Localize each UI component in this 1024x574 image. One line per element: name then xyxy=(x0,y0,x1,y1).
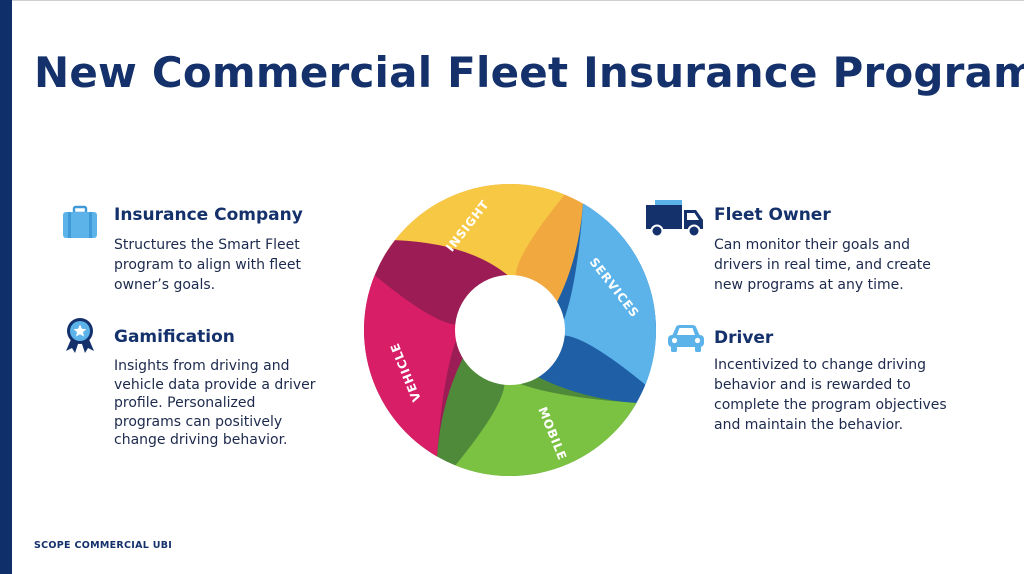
left-accent-bar xyxy=(0,0,12,574)
truck-icon xyxy=(646,200,703,238)
insurance-company-heading: Insurance Company xyxy=(114,205,303,225)
footer-label: SCOPE COMMERCIAL UBI xyxy=(34,540,173,551)
driver-heading: Driver xyxy=(714,328,774,348)
award-badge-icon xyxy=(66,318,94,353)
top-border xyxy=(0,0,1024,1)
page-title: New Commercial Fleet Insurance Program xyxy=(34,48,1024,97)
insurance-company-text: Structures the Smart Fleet program to al… xyxy=(114,237,301,293)
insurance-company-block: Insurance Company Structures the Smart F… xyxy=(62,205,342,305)
briefcase-icon xyxy=(63,205,97,238)
gamification-block: Gamification Insights from driving and v… xyxy=(62,318,352,457)
driver-block: Driver Incentivized to change driving be… xyxy=(648,325,988,448)
gamification-text: Insights from driving and vehicle data p… xyxy=(114,358,316,448)
car-icon xyxy=(668,325,704,352)
wheel-segment-services xyxy=(555,203,656,385)
fleet-owner-text: Can monitor their goals and drivers in r… xyxy=(714,237,931,293)
driver-text: Incentivized to change driving behavior … xyxy=(714,357,947,433)
fleet-owner-heading: Fleet Owner xyxy=(714,205,831,225)
wheel-segment-mobile xyxy=(455,375,637,476)
fleet-owner-block: Fleet Owner Can monitor their goals and … xyxy=(646,200,978,305)
wheel-segment-vehicle xyxy=(364,275,465,457)
gamification-heading: Gamification xyxy=(114,327,235,347)
